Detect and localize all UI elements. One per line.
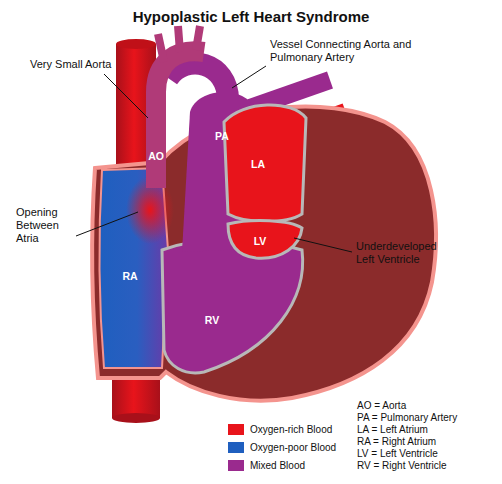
chamber-label: RV bbox=[205, 314, 219, 326]
abbreviation-key: RA = Right Atrium bbox=[357, 436, 436, 448]
chamber-label: LA bbox=[251, 158, 265, 170]
chamber-label: AO bbox=[148, 150, 164, 162]
abbreviation-key: PA = Pulmonary Artery bbox=[357, 412, 457, 424]
legend-text: Mixed Blood bbox=[250, 459, 305, 472]
abbreviation-key: AO = Aorta bbox=[357, 400, 406, 412]
legend-swatch bbox=[228, 424, 244, 435]
legend-swatch bbox=[228, 460, 244, 471]
callout-label: Underdeveloped Left Ventricle bbox=[356, 240, 456, 266]
diagram-title: Hypoplastic Left Heart Syndrome bbox=[133, 8, 370, 26]
leader-line bbox=[294, 238, 352, 252]
abbreviation-key: LA = Left Atrium bbox=[357, 424, 428, 436]
vena-cava bbox=[112, 413, 160, 423]
abbreviation-key: LV = Left Ventricle bbox=[357, 448, 438, 460]
chamber-label: LV bbox=[254, 235, 267, 247]
callout-label: Vessel Connecting Aorta and Pulmonary Ar… bbox=[270, 38, 420, 64]
pulmonary-branch bbox=[250, 80, 330, 108]
leader-line bbox=[104, 74, 148, 118]
aorta bbox=[156, 51, 204, 188]
leader-line bbox=[232, 66, 266, 88]
ductus-vessel bbox=[168, 64, 228, 100]
left-atrium bbox=[224, 105, 306, 222]
legend-swatch bbox=[228, 442, 244, 453]
right-ventricle bbox=[162, 239, 303, 372]
callout-label: Very Small Aorta bbox=[30, 58, 111, 71]
leader-line bbox=[76, 212, 138, 236]
left-ventricle bbox=[228, 221, 302, 259]
aortic-branch bbox=[158, 26, 200, 62]
chamber-label: RA bbox=[122, 270, 137, 282]
vena-cava bbox=[116, 39, 156, 49]
abbreviation-key: RV = Right Ventricle bbox=[357, 460, 447, 472]
callout-label: Opening Between Atria bbox=[16, 206, 76, 245]
legend-text: Oxygen-poor Blood bbox=[250, 441, 336, 454]
legend-text: Oxygen-rich Blood bbox=[250, 423, 332, 436]
chamber-label: PA bbox=[215, 130, 229, 142]
